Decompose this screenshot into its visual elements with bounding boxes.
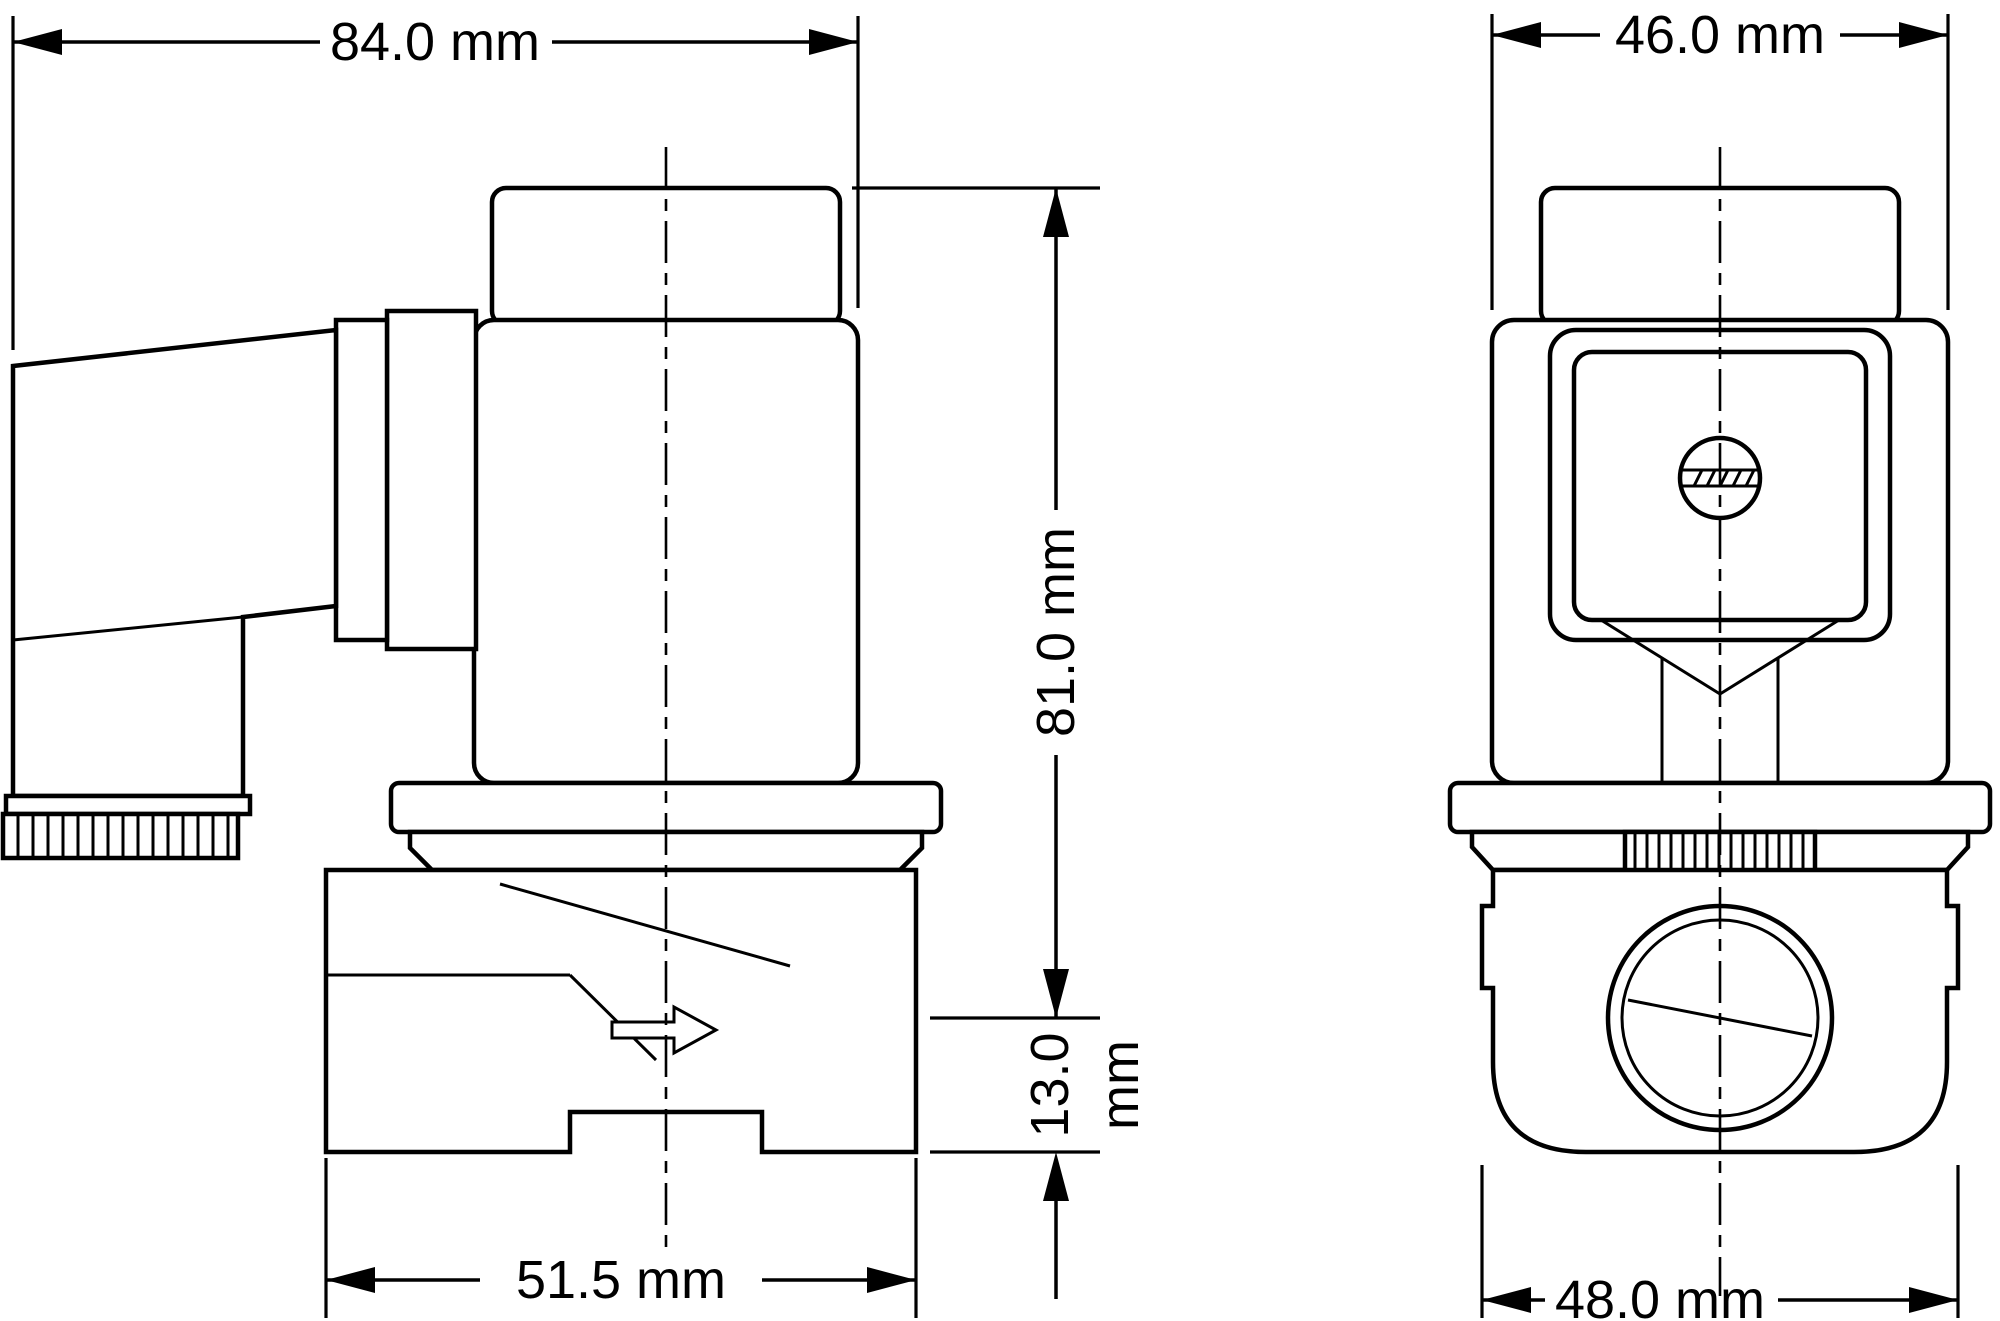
dim-arrow-left-icon — [1492, 22, 1541, 48]
flow-direction-arrow-icon — [610, 1004, 720, 1056]
cable-gland-knurling — [16, 816, 230, 856]
dim-arrow-right-icon — [1909, 1287, 1958, 1313]
dim-port-axis-height: 13.0 mm — [930, 1032, 1150, 1299]
valve-body-side — [323, 867, 919, 1155]
dim-overall-width: 84.0 mm — [11, 12, 860, 350]
dim-coil-width: 46.0 mm — [1490, 5, 1950, 310]
dim-arrow-right-icon — [867, 1267, 916, 1293]
connector-mount-plate-outer — [384, 308, 479, 652]
dim-arrow-up-icon — [1043, 1152, 1069, 1201]
dim-height-to-port-axis: 81.0 mm — [852, 186, 1100, 1020]
cable-gland-flange — [3, 793, 253, 817]
connector-vee — [1600, 618, 1840, 783]
dim-arrow-up-icon — [1043, 188, 1069, 237]
dim-label-coil-width: 46.0 mm — [1615, 5, 1825, 65]
dim-label-body-width: 48.0 mm — [1555, 1270, 1765, 1321]
dim-arrow-right-icon — [1899, 22, 1948, 48]
connector-mount-plate-inner — [333, 317, 390, 643]
body-internal-partition — [499, 882, 791, 968]
connector-housing-seam — [12, 615, 244, 642]
dim-body-length: 51.5 mm — [324, 1158, 918, 1318]
dim-arrow-down-icon — [1043, 969, 1069, 1018]
dim-label-port-axis-unit: mm — [1090, 1040, 1150, 1130]
dim-label-height-to-port-axis: 81.0 mm — [1026, 527, 1086, 737]
dim-arrow-right-icon — [809, 29, 858, 55]
dim-label-body-length: 51.5 mm — [516, 1250, 726, 1310]
cable-gland-nut — [0, 811, 241, 861]
dim-body-width: 48.0 mm — [1480, 1165, 1960, 1321]
dim-arrow-left-icon — [1482, 1287, 1531, 1313]
dim-arrow-left-icon — [326, 1267, 375, 1293]
centerlines — [664, 147, 1722, 1296]
body-internal-taper — [568, 973, 658, 1062]
dim-label-overall-width: 84.0 mm — [330, 12, 540, 72]
dim-label-port-axis-value: 13.0 — [1020, 1032, 1080, 1137]
dim-arrow-left-icon — [13, 29, 62, 55]
